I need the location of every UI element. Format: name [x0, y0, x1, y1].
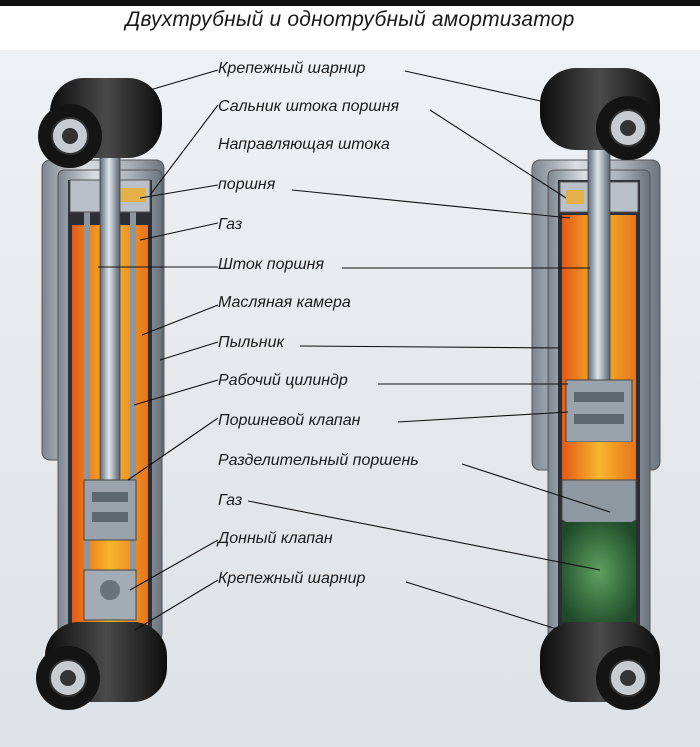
- twin-tube-absorber: [36, 78, 167, 710]
- rod-seal: [120, 188, 146, 202]
- label-rod-seal: Сальник штока поршня: [218, 98, 400, 115]
- diagram-title: Двухтрубный и однотрубный амортизатор: [125, 8, 575, 31]
- label-rod-guide: Направляющая штока: [218, 136, 390, 153]
- label-piston: поршня: [218, 176, 276, 193]
- label-piston-rod: Шток поршня: [218, 256, 325, 273]
- label-piston-valve: Поршневой клапан: [218, 412, 361, 429]
- label-gas-top: Газ: [218, 216, 243, 233]
- label-oil-chamber: Масляная камера: [218, 294, 351, 311]
- cylinder-wall-right: [130, 210, 136, 620]
- piston-valve: [83, 479, 137, 541]
- diagram-panel: Крепежный шарнир Сальник штока поршня На…: [0, 50, 700, 747]
- label-separating-piston: Разделительный поршень: [218, 452, 419, 469]
- mono-piston-valve: [565, 379, 633, 443]
- label-mount-bottom: Крепежный шарнир: [218, 570, 366, 587]
- label-bottom-valve: Донный клапан: [218, 530, 333, 547]
- shock-absorber-drawing: [36, 68, 661, 710]
- gas-chamber: [562, 522, 636, 622]
- piston-rod: [99, 144, 121, 486]
- mono-tube-absorber: [531, 68, 661, 710]
- top-border: [0, 0, 700, 6]
- label-mount-top: Крепежный шарнир: [218, 60, 366, 77]
- label-work-cylinder: Рабочий цилиндр: [218, 372, 348, 389]
- label-dust-cover: Пыльник: [218, 334, 285, 351]
- cylinder-wall-left: [84, 210, 90, 620]
- leader-lines: [98, 69, 611, 631]
- label-gas-bottom: Газ: [218, 492, 243, 509]
